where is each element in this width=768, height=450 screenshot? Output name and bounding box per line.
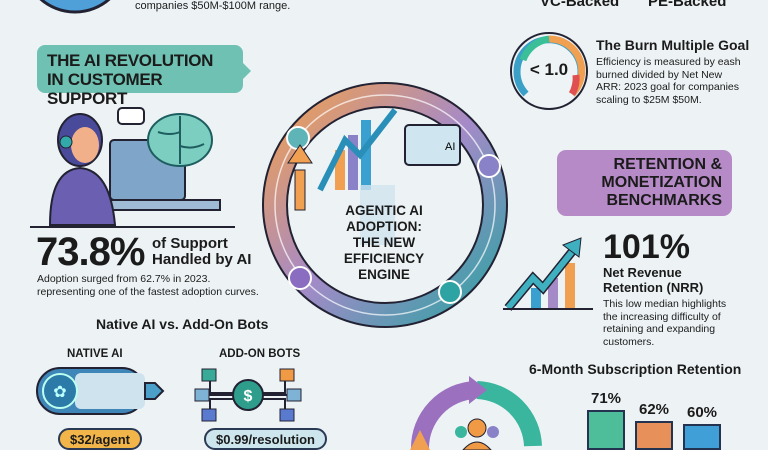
nrr-label-line: Retention (NRR) — [603, 280, 704, 295]
burn-title: The Burn Multiple Goal — [596, 37, 750, 53]
svg-text:✿: ✿ — [53, 384, 66, 401]
stat-label-line: of Support — [152, 235, 228, 252]
stat-label-line: Handled by AI — [152, 251, 252, 268]
support-desc: Adoption surged from 62.7% in 2023.repre… — [37, 273, 259, 299]
support-agent-illustration — [30, 107, 235, 228]
chart-bar — [683, 424, 721, 450]
retention-cycle-icon — [410, 376, 542, 450]
screen-label: AI — [445, 141, 455, 153]
addon-price-badge: $0.99/resolution — [204, 428, 327, 450]
center-title-line: AGENTIC AI — [345, 203, 423, 218]
central-ring-diagram: AI — [262, 82, 508, 328]
desc-line: the increasing difficulty of — [603, 310, 721, 323]
center-title-line: ADOPTION: — [346, 219, 422, 234]
heading-line: MONETIZATION — [601, 174, 722, 191]
center-title-line: EFFICIENCY — [343, 251, 425, 266]
chart-bar — [587, 409, 625, 450]
addon-bots-label: ADD-ON BOTS — [219, 348, 301, 360]
gauge-value: < 1.0 — [529, 60, 569, 79]
support-heading: THE AI REVOLUTION IN CUSTOMER SUPPORT — [37, 45, 251, 108]
addon-bots-icon: $ — [194, 368, 302, 422]
nrr-value: 101% — [603, 228, 690, 266]
chart-bar-label: 71% — [590, 389, 622, 407]
desc-line: This low median highlights — [603, 298, 727, 310]
chart-title: 6-Month Subscription Retention — [529, 361, 742, 377]
partial-pie-icon — [39, 0, 111, 14]
desc-line: ARR: 2023 goal for companies — [596, 81, 739, 93]
native-price-badge: $32/agent — [58, 428, 142, 450]
chart-bar-label: 60% — [686, 404, 718, 421]
center-title-line: THE NEW — [352, 235, 416, 250]
desc-line: Efficiency is measured by eash — [596, 56, 741, 68]
retention-bar-chart: 71% 62% 60% — [580, 380, 730, 450]
support-stat: 73.8% — [36, 230, 145, 274]
native-ai-label: NATIVE AI — [67, 348, 123, 360]
chart-bar-label: 62% — [638, 401, 670, 419]
heading-line: BENCHMARKS — [606, 192, 722, 209]
companies-text: companies $50M-$100M range. — [135, 0, 291, 12]
gauge-icon — [510, 32, 588, 110]
growth-chart-icon — [503, 237, 593, 311]
nrr-label-line: Net Revenue — [603, 265, 682, 280]
center-title-line: ENGINE — [358, 267, 410, 282]
native-ai-icon: ✿ — [36, 367, 165, 415]
comparison-title: Native AI vs. Add-On Bots — [96, 316, 269, 332]
desc-line: representing one of the fastest adoption… — [37, 286, 259, 298]
heading-line: RETENTION & — [613, 156, 722, 173]
vc-backed-label: VC-Backed — [540, 0, 620, 10]
desc-line: burned divided by Net New — [596, 68, 723, 81]
desc-line: scaling to $25M $50M. — [596, 93, 702, 106]
pe-backed-label: PE-Backed — [648, 0, 727, 10]
desc-line: Adoption surged from 62.7% in 2023. — [37, 273, 211, 285]
chart-bar — [635, 421, 673, 450]
desc-line: retaining and expanding — [603, 323, 716, 335]
svg-text:$: $ — [244, 388, 253, 405]
desc-line: customers. — [603, 335, 655, 348]
